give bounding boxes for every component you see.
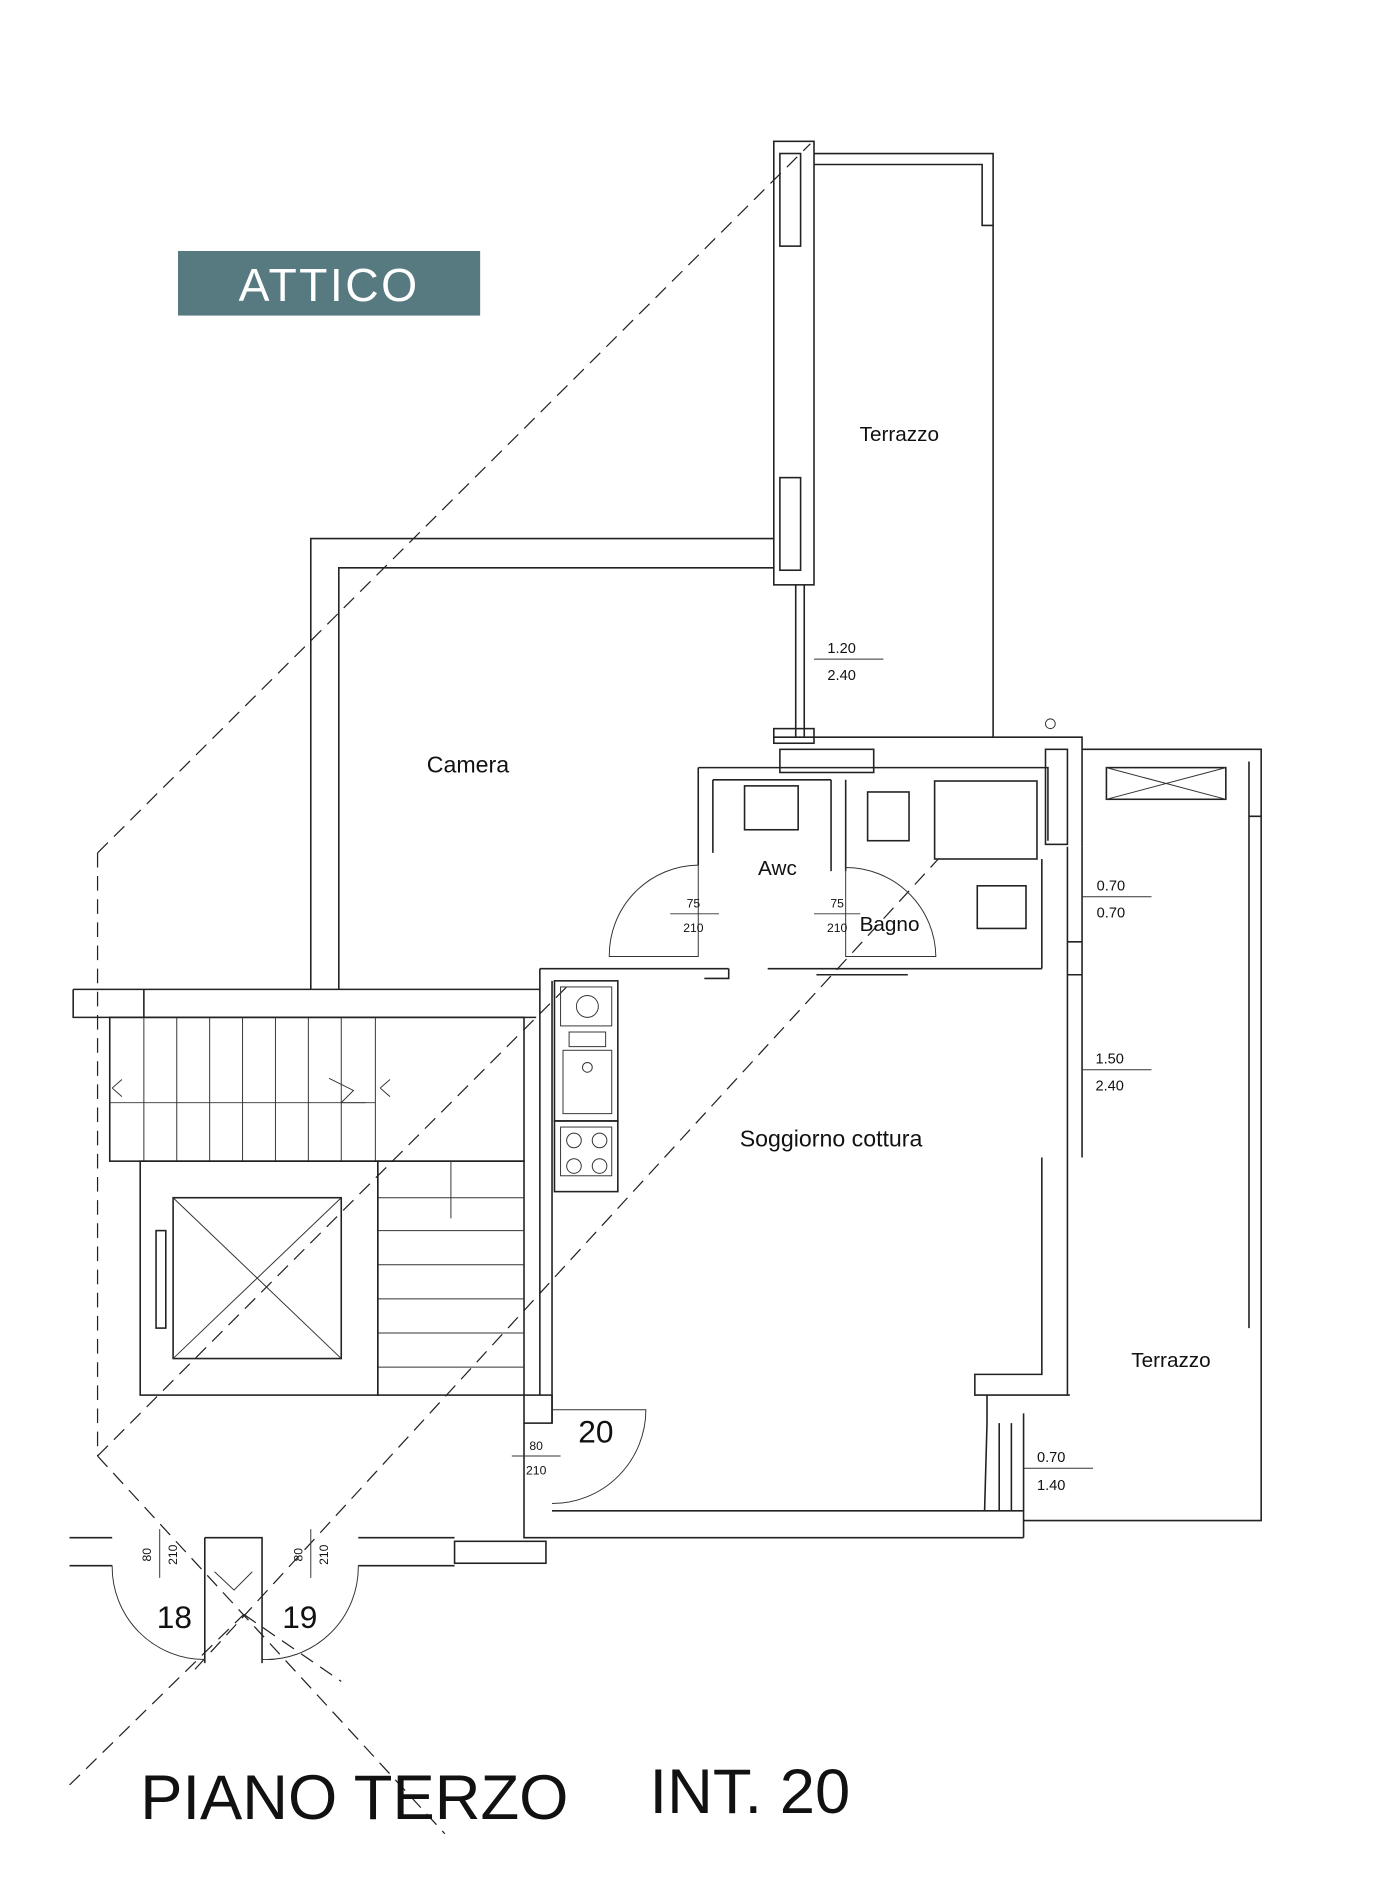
unit-title: INT. 20 — [650, 1757, 851, 1827]
svg-text:0.70: 0.70 — [1097, 905, 1125, 921]
walls — [69, 140, 1262, 1664]
light-fixture-icon — [1045, 718, 1056, 730]
floor-title: PIANO TERZO — [140, 1763, 568, 1833]
attico-badge — [177, 250, 481, 316]
svg-text:210: 210 — [683, 921, 704, 935]
dimension-labels: 1.20 2.40 75 210 75 210 0.70 0.70 1.50 2.40 0… — [140, 641, 1152, 1578]
svg-text:80: 80 — [140, 1548, 154, 1562]
room-soggiorno: Soggiorno cottura — [740, 1126, 923, 1152]
svg-text:2.40: 2.40 — [1095, 1078, 1123, 1094]
projection-dashed-lines — [69, 143, 939, 1835]
attico-label: ATTICO — [239, 259, 420, 311]
svg-text:0.70: 0.70 — [1037, 1450, 1065, 1466]
svg-text:210: 210 — [526, 1463, 547, 1477]
svg-text:75: 75 — [687, 897, 701, 911]
doors — [111, 864, 937, 1660]
svg-text:1.40: 1.40 — [1037, 1478, 1065, 1494]
svg-text:1.20: 1.20 — [827, 641, 855, 657]
room-camera: Camera — [427, 751, 509, 777]
svg-text:210: 210 — [827, 921, 848, 935]
room-terrazzo-top: Terrazzo — [860, 423, 939, 446]
room-terrazzo-right: Terrazzo — [1131, 1349, 1210, 1372]
svg-text:75: 75 — [830, 897, 844, 911]
svg-text:1.50: 1.50 — [1095, 1052, 1123, 1068]
svg-text:80: 80 — [291, 1548, 305, 1562]
unit-number-18: 18 — [157, 1599, 192, 1635]
unit-number-20: 20 — [578, 1414, 613, 1450]
unit-number-19: 19 — [282, 1599, 317, 1635]
svg-text:80: 80 — [529, 1439, 543, 1453]
room-bagno: Bagno — [860, 913, 920, 936]
svg-text:210: 210 — [166, 1544, 180, 1565]
svg-text:0.70: 0.70 — [1097, 879, 1125, 895]
svg-text:2.40: 2.40 — [827, 668, 855, 684]
kitchen-fixtures — [553, 980, 619, 1193]
room-awc: Awc — [758, 857, 797, 880]
svg-text:210: 210 — [317, 1544, 331, 1565]
